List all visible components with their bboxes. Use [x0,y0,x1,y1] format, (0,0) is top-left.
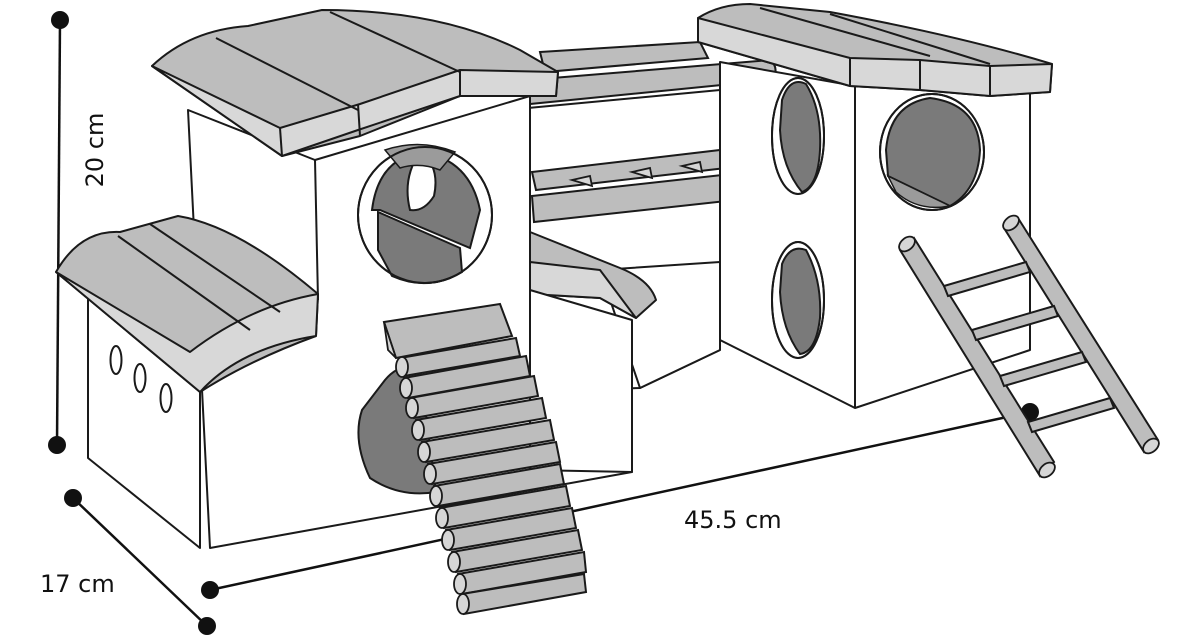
depth-label: 17 cm [40,570,115,598]
ladder [898,214,1160,479]
log-ramp [357,302,588,616]
width-dimension: 45.5 cm [201,403,1039,599]
ramp-logs [395,336,588,616]
rail-pegs [568,160,704,188]
ladder-rungs [942,260,1116,434]
side-window-upper [771,77,825,195]
depth-dimension: 17 cm [40,489,216,635]
main-roof-right [697,3,1053,97]
side-window-lower [771,241,825,359]
annex-vent-holes [109,345,173,413]
annex-roof [55,215,319,393]
main-roof-left [151,9,559,157]
round-window-left [357,143,493,285]
height-label: 20 cm [81,113,109,188]
width-label: 45.5 cm [684,506,782,534]
round-window-right [879,93,985,211]
height-dimension: 20 cm [48,11,109,454]
